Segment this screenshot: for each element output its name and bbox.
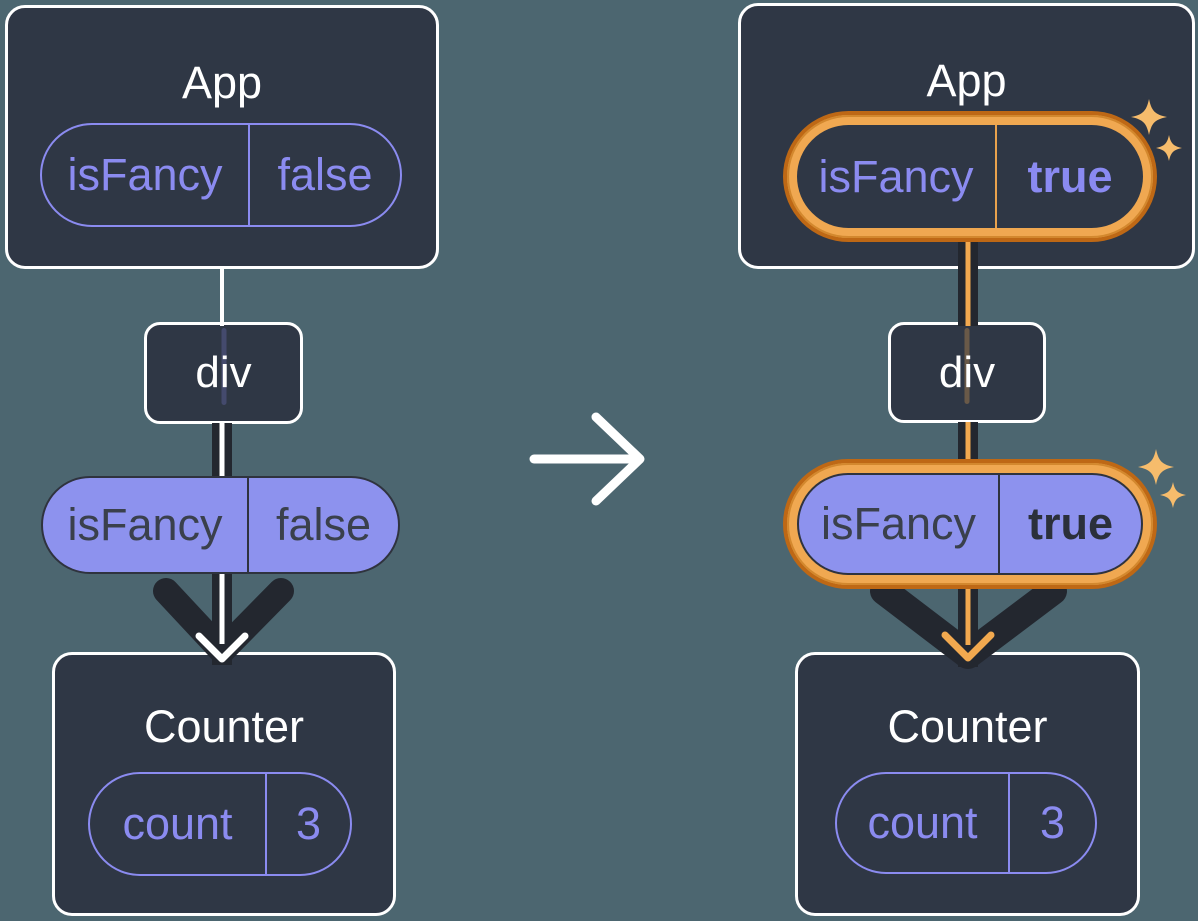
div-card-after: div (888, 322, 1046, 423)
state-name: count (837, 774, 1010, 872)
prop-name: isFancy (43, 478, 249, 572)
prop-value: true (1027, 150, 1113, 202)
highlight-ring: isFancy true (787, 463, 1153, 585)
prop-pass-through-line (221, 328, 226, 405)
prop-value: false (275, 499, 372, 550)
state-pill-counter-before: count 3 (88, 772, 352, 876)
prop-pill-passed-before: isFancy false (41, 476, 400, 574)
div-card-before: div (144, 322, 303, 424)
prop-pill-passed-after: isFancy true (797, 473, 1143, 575)
element-title: div (195, 348, 252, 397)
element-title: div (938, 347, 996, 397)
component-title: App (926, 55, 1007, 106)
prop-name: isFancy (42, 125, 250, 225)
arrow-down-icon (153, 570, 294, 665)
highlight-ring: isFancy true (787, 115, 1153, 238)
state-pill-counter-after: count 3 (835, 772, 1097, 874)
component-title: App (181, 57, 263, 108)
component-title: Counter (887, 701, 1048, 752)
state-value: 3 (1039, 797, 1066, 848)
prop-name: isFancy (799, 475, 1000, 573)
prop-pill-app-before: isFancy false (40, 123, 402, 227)
prop-pill-app-after: isFancy true (797, 125, 1143, 228)
state-name: count (90, 774, 267, 874)
prop-value: true (1027, 498, 1113, 549)
prop-name: isFancy (797, 125, 997, 228)
arrow-right-icon (529, 412, 645, 506)
component-title: Counter (143, 701, 305, 752)
prop-value: false (277, 149, 373, 200)
prop-pass-through-line (964, 328, 970, 404)
state-value: 3 (295, 798, 322, 849)
